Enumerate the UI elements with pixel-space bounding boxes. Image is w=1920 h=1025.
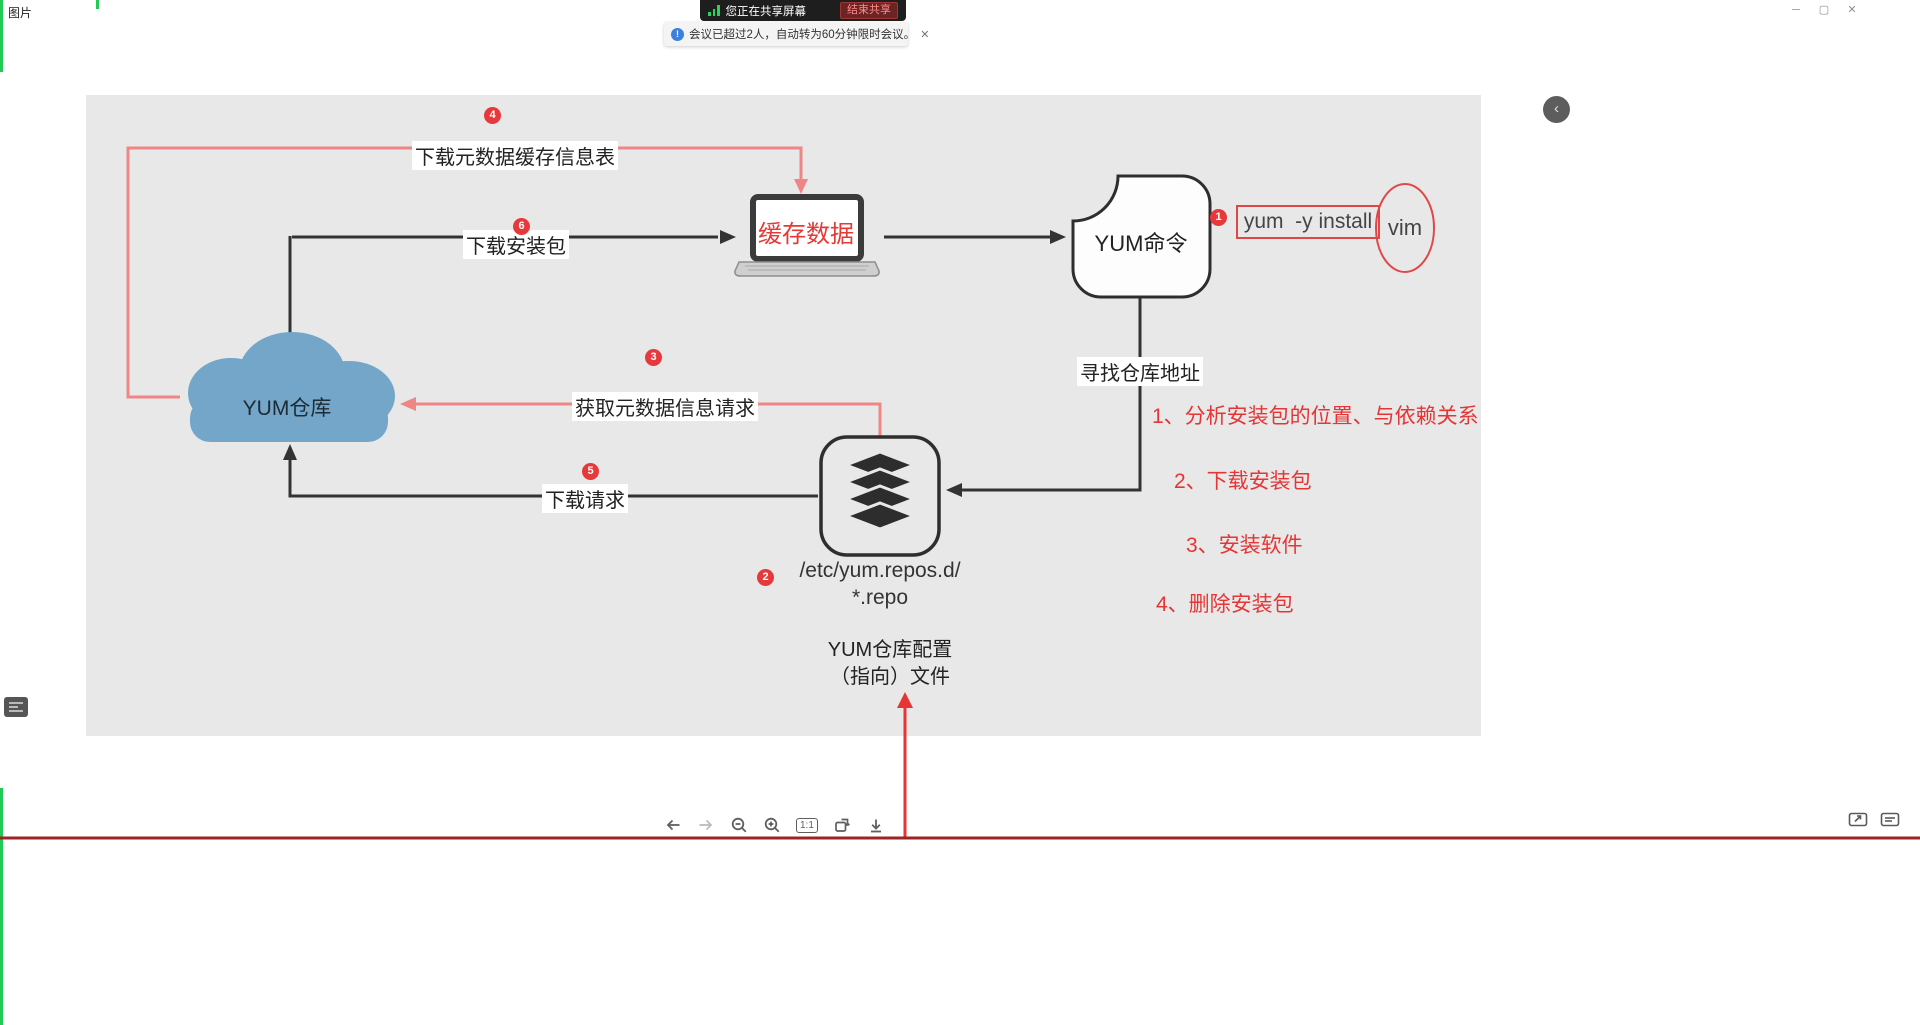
info-icon: !: [671, 27, 684, 41]
popout-button[interactable]: [1848, 811, 1868, 828]
repo-config-line2: （指向）文件: [829, 666, 950, 688]
command-arg-text: vim: [1387, 215, 1423, 240]
yum-command-label: YUM命令: [1094, 231, 1188, 256]
zoom-in-button[interactable]: [763, 816, 781, 834]
red-note-4: 4、删除安装包: [1156, 593, 1294, 616]
stop-share-button[interactable]: 结束共享: [840, 2, 898, 19]
collapse-panel-button[interactable]: ‹: [1543, 96, 1570, 123]
zoom-in-icon: [764, 817, 780, 833]
share-border-mark: [0, 0, 3, 72]
list-panel-icon: [4, 697, 28, 717]
bottom-right-actions: [1848, 811, 1900, 828]
notification-text: 会议已超过2人，自动转为60分钟限时会议。: [689, 29, 916, 41]
cloud-label: YUM仓库: [242, 397, 332, 420]
step-badge-6: 6: [513, 218, 530, 235]
red-note-3: 3、安装软件: [1186, 534, 1303, 557]
edge-label-download-package: 下载安装包: [463, 230, 569, 259]
step-badge-5: 5: [582, 463, 599, 480]
rotate-icon: [835, 818, 850, 832]
step-badge-1: 1: [1210, 209, 1227, 226]
command-text: yum -y install: [1243, 210, 1373, 233]
viewer-toolbar: 1:1: [664, 812, 885, 838]
share-signal-icon: [708, 5, 720, 16]
edge-label-metadata-request: 获取元数据信息请求: [572, 392, 758, 421]
forward-button[interactable]: [697, 816, 715, 834]
edge-label-find-repo: 寻找仓库地址: [1077, 357, 1203, 386]
red-note-1: 1、分析安装包的位置、与依赖关系: [1152, 405, 1479, 428]
screen-share-bar: 您正在共享屏幕 结束共享: [700, 0, 906, 21]
red-note-2: 2、下载安装包: [1174, 470, 1312, 493]
repo-path-line1: /etc/yum.repos.d/: [799, 559, 961, 582]
annotate-button[interactable]: [1880, 811, 1900, 828]
step-badge-3: 3: [645, 349, 662, 366]
repo-path-line2: *.repo: [851, 586, 909, 609]
close-button[interactable]: ✕: [1847, 4, 1857, 16]
download-icon: [870, 819, 881, 833]
zoom-out-icon: [731, 817, 747, 833]
window-controls: ─ ▢ ✕: [1782, 0, 1866, 20]
step-badge-4: 4: [484, 107, 501, 124]
zoom-ratio-button[interactable]: 1:1: [796, 817, 818, 833]
share-status-text: 您正在共享屏幕: [725, 5, 807, 18]
share-border-mark: [0, 788, 3, 1025]
thumbnail-panel-toggle[interactable]: [4, 697, 28, 722]
minimize-button[interactable]: ─: [1792, 4, 1800, 16]
repo-config-text: YUM仓库配置 （指向）文件: [828, 637, 952, 691]
command-box-annotation: yum -y install: [1236, 205, 1380, 239]
download-button[interactable]: [867, 816, 885, 834]
close-icon[interactable]: ✕: [920, 28, 930, 41]
back-button[interactable]: [664, 816, 682, 834]
meeting-notification: ! 会议已超过2人，自动转为60分钟限时会议。 ✕: [664, 22, 929, 46]
repo-path-text: /etc/yum.repos.d/ *.repo: [799, 557, 960, 611]
share-border-mark: [96, 0, 99, 9]
cache-data-label: 缓存数据: [756, 214, 856, 249]
repo-config-line1: YUM仓库配置: [827, 639, 953, 661]
zoom-out-button[interactable]: [730, 816, 748, 834]
edge-label-download-request: 下载请求: [542, 484, 628, 513]
back-arrow-icon: [666, 819, 680, 831]
popout-icon: [1848, 812, 1868, 827]
edge-label-download-metadata: 下载元数据缓存信息表: [412, 141, 618, 170]
image-type-label: 图片: [8, 6, 33, 20]
forward-arrow-icon: [699, 819, 713, 831]
annotate-icon: [1880, 812, 1900, 827]
step-badge-2: 2: [757, 569, 774, 586]
rotate-button[interactable]: [833, 816, 852, 834]
maximize-button[interactable]: ▢: [1818, 4, 1830, 16]
